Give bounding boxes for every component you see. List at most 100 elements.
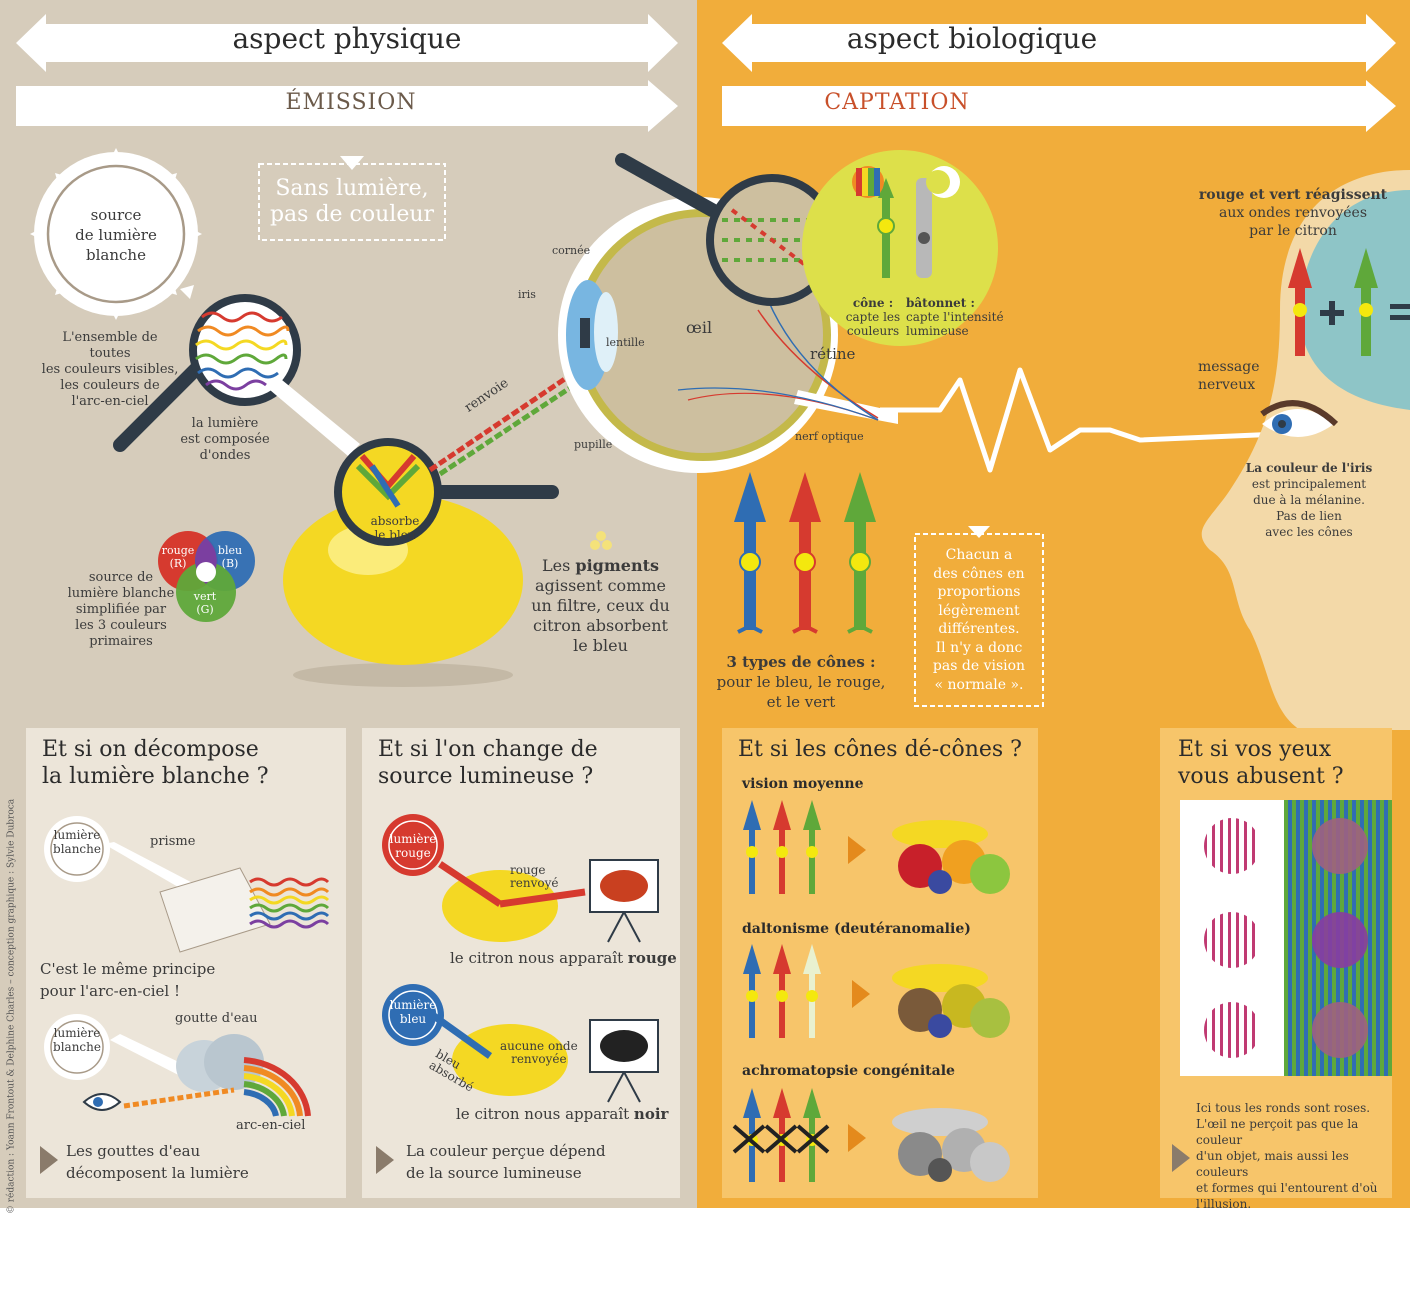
cone-text: capte les couleurs [845, 310, 901, 338]
waves-label: la lumière est composée d'ondes [180, 416, 270, 463]
title-emission: ÉMISSION [285, 90, 417, 115]
magnifier-lemon-icon [334, 438, 559, 546]
result-red-text: le citron nous apparaît rouge [450, 950, 677, 966]
cones-row-2-icon [743, 944, 1010, 1038]
spectrum-label: L'ensemble de toutes les couleurs visibl… [41, 330, 179, 409]
row-achromatopsie: achromatopsie congénitale [742, 1063, 955, 1079]
header-physique: aspect physique [16, 14, 678, 64]
three-cones-label: 3 types de cônes : pour le bleu, le rouge… [716, 652, 886, 712]
principe-text: C'est le même principe pour l'arc-en-cie… [40, 960, 216, 1000]
cone-title: cône : [852, 296, 894, 310]
rgb-green-label: vert (G) [193, 590, 217, 616]
panel-source: Et si l'on change de source lumineuse ? [362, 728, 680, 1198]
pigments-text: Les pigments agissent comme un filtre, c… [528, 556, 673, 656]
eye-label-oeil: œil [686, 318, 713, 337]
seal-red-icon [382, 814, 444, 876]
types-text: pour le bleu, le rouge, et le vert [716, 673, 886, 711]
seal-white-2-icon [44, 1014, 110, 1080]
magnifier-waves-icon [113, 294, 301, 452]
iris-label: La couleur de l'iris est principalement d… [1244, 460, 1374, 540]
panel-decompose-title: Et si on décompose la lumière blanche ? [42, 737, 269, 789]
pigments-pre: Les [542, 556, 576, 575]
arrow-physique [16, 14, 678, 72]
prism-icon [104, 842, 330, 953]
proportions-frame [914, 526, 1044, 707]
row-vision-moyenne: vision moyenne [742, 776, 864, 792]
seal-white-1-icon [44, 816, 110, 882]
rainbow-drops-icon [82, 1034, 311, 1117]
nerve-signal-line [880, 367, 1281, 473]
illusion-image [1180, 800, 1392, 1076]
eye-label-cornee: cornée [552, 244, 591, 257]
result-black-text: le citron nous apparaît noir [456, 1106, 668, 1122]
rouge-renvoye-label: rouge renvoyé [510, 863, 559, 890]
lemon-blue-icon [431, 1013, 568, 1096]
batonnet-text: capte l'intensité lumineuse [906, 310, 1004, 338]
batonnet-description: bâtonnet : capte l'intensité lumineuse [906, 296, 1006, 338]
eye-label-lentille: lentille [606, 336, 645, 349]
eye-label-iris: iris [518, 288, 536, 301]
arc-label: arc-en-ciel [236, 1118, 306, 1133]
react-label: rouge et vert réagissent aux ondes renvoy… [1198, 186, 1388, 240]
goutte-label: goutte d'eau [175, 1011, 258, 1026]
result-black-pre: le citron nous apparaît [456, 1105, 634, 1123]
prisme-label: prisme [150, 834, 196, 849]
illusion-note: Ici tous les ronds sont roses. L'œil ne … [1196, 1101, 1378, 1211]
result-red-pre: le citron nous apparaît [450, 949, 628, 967]
types-title: 3 types de cônes : [726, 653, 876, 671]
white-light-beam [270, 380, 360, 456]
react-text: aux ondes renvoyées par le citron [1218, 205, 1368, 239]
pigments-post: agissent comme un filtre, ceux du citron… [531, 576, 670, 655]
rgb-red-label: rouge (R) [161, 544, 195, 570]
no-light-frame [258, 156, 446, 241]
react-bold: rouge et vert réagissent [1198, 187, 1388, 203]
seal-white-2-label: lumière blanche [53, 1026, 101, 1054]
arrow-captation [722, 80, 1396, 132]
panel-source-title: Et si l'on change de source lumineuse ? [378, 737, 598, 789]
rgb-venn-icon [158, 531, 255, 622]
sun-light-source-icon [30, 148, 202, 320]
side-eye-icon [1260, 400, 1339, 437]
three-cones-icon [734, 472, 876, 634]
source-note: La couleur perçue dépend de la source lu… [406, 1142, 606, 1182]
note-arrow-icon [376, 1146, 394, 1174]
note-arrow-icon [40, 1146, 58, 1174]
result-black-bold: noir [633, 1105, 669, 1123]
eye-label-pupille: pupille [574, 438, 613, 451]
message-nerveux-label: message nerveux [1198, 359, 1260, 393]
cones-row-1-icon [743, 800, 1010, 894]
note-arrow-icon [1172, 1144, 1190, 1172]
rainbow-sun-icon [852, 166, 884, 198]
decompose-note: Les gouttes d'eau décomposent la lumière [66, 1142, 249, 1182]
pigments-dots-icon [590, 531, 612, 550]
header-biologique: aspect biologique [722, 14, 1222, 64]
moon-sun-icon [926, 166, 960, 198]
absorbs-blue-label: absorbe le bleu [370, 514, 420, 542]
aucune-onde-label: aucune onde renvoyée [500, 1039, 578, 1066]
cone-description: cône : capte les couleurs [838, 296, 908, 338]
arrow-biologique [722, 14, 1396, 72]
red-plus-green-equation [1288, 248, 1410, 356]
batonnet-title: bâtonnet : [906, 296, 975, 310]
panel-cones-title: Et si les cônes dé-cônes ? [738, 737, 1022, 762]
cones-row-3-icon [732, 1088, 1010, 1182]
rgb-description: source de lumière blanche simplifiée par… [67, 570, 175, 649]
no-light-text: Sans lumière, pas de couleur [269, 176, 435, 227]
header-captation: CAPTATION [722, 84, 1072, 124]
result-red-bold: rouge [627, 949, 677, 967]
title-aspect-physique: aspect physique [232, 22, 462, 55]
lemon-red-icon [438, 861, 586, 942]
iris-text: est principalement due à la mélanine. Pa… [1251, 477, 1367, 539]
lemon-icon [283, 495, 523, 687]
row-daltonisme: daltonisme (deutéranomalie) [742, 921, 971, 937]
retina-cells-circle [802, 150, 998, 346]
iris-bold: La couleur de l'iris [1245, 461, 1373, 475]
arrow-emission [16, 80, 678, 132]
seal-white-1-label: lumière blanche [53, 828, 101, 856]
eye-label-retine: rétine [810, 345, 856, 363]
screen-red-icon [589, 859, 659, 943]
panel-decompose: Et si on décompose la lumière blanche ? [26, 728, 346, 1198]
title-captation: CAPTATION [824, 90, 970, 115]
title-aspect-biologique: aspect biologique [846, 22, 1098, 55]
rgb-blue-label: bleu (B) [217, 544, 243, 570]
